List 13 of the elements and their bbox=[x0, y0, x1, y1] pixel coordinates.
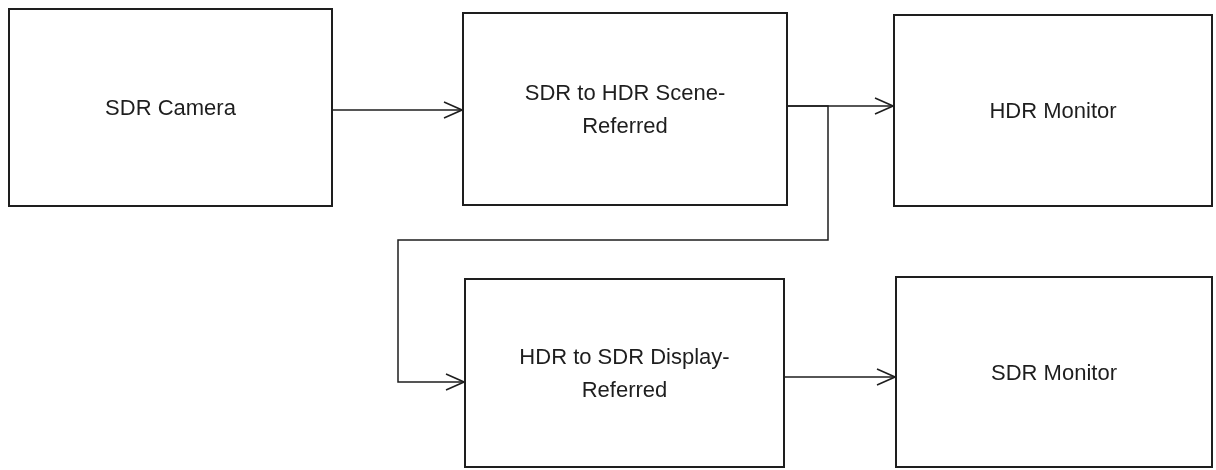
arrow bbox=[784, 368, 896, 386]
box-label: SDR to HDR Scene-Referred bbox=[523, 79, 727, 140]
process-box bbox=[893, 14, 1213, 207]
box-label: HDR to SDR Display-Referred bbox=[518, 343, 731, 404]
process-box bbox=[895, 276, 1213, 468]
box-label: SDR Monitor bbox=[991, 358, 1117, 387]
box-label: SDR Camera bbox=[105, 94, 236, 122]
process-box bbox=[464, 278, 785, 468]
arrow bbox=[397, 105, 829, 391]
box-label: HDR Monitor bbox=[989, 97, 1117, 125]
process-box bbox=[462, 12, 788, 206]
process-box bbox=[8, 8, 333, 207]
arrow bbox=[332, 101, 463, 119]
